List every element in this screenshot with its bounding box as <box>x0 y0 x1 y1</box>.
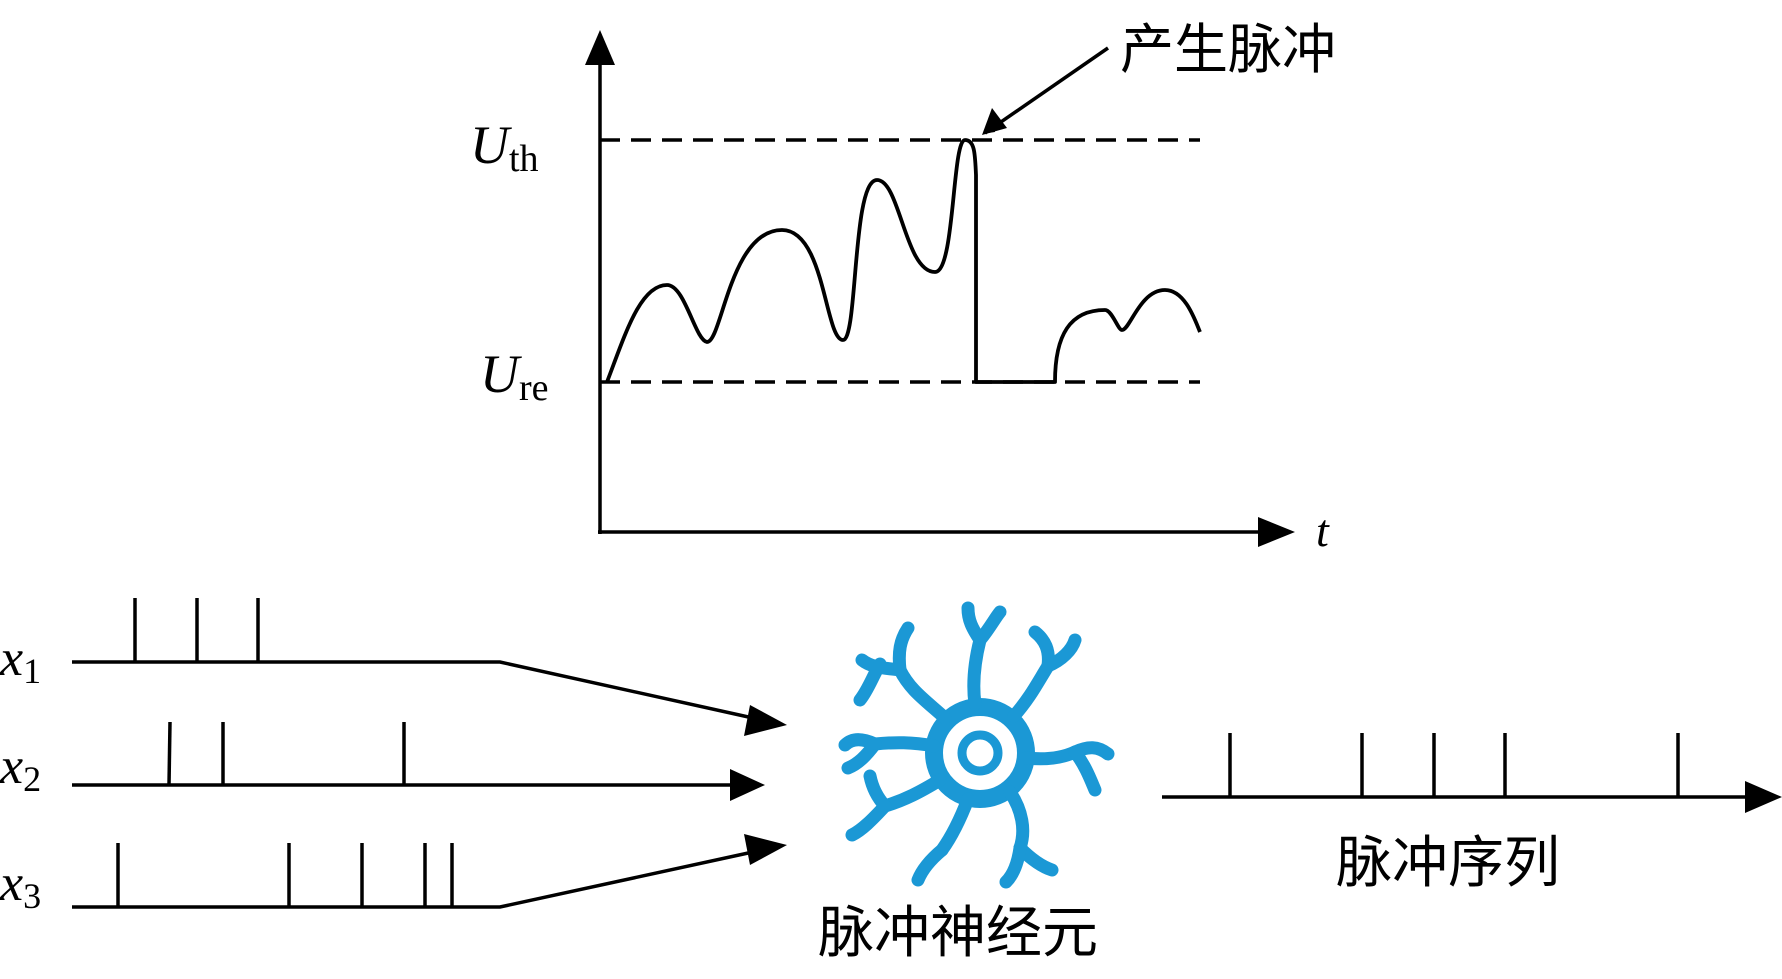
membrane-potential-trace <box>605 138 1202 384</box>
neuron-nucleus <box>957 730 1003 776</box>
threshold-label: Uth <box>470 115 539 180</box>
neuron-label: 脉冲神经元 <box>818 901 1098 966</box>
input-line-x3 <box>72 848 763 909</box>
input-spike-trains: x1 x2 x3 <box>0 598 787 916</box>
spike-annotation-arrow <box>984 46 1109 135</box>
spike-annotation-label: 产生脉冲 <box>1120 18 1336 81</box>
input-label-x2: x2 <box>0 738 41 799</box>
output-label: 脉冲序列 <box>1336 831 1560 896</box>
input-arrowhead-x2 <box>730 769 765 801</box>
input-label-x1: x1 <box>0 630 41 691</box>
input-spike <box>167 721 172 786</box>
x-axis-label: t <box>1316 505 1330 556</box>
spike-arrowhead <box>982 108 1007 135</box>
y-axis-arrowhead <box>585 30 615 65</box>
membrane-potential-plot: t Uth Ure 产生脉冲 <box>470 18 1336 556</box>
input-arrowhead-x3 <box>744 834 787 865</box>
output-spike-train: 脉冲序列 <box>1162 733 1782 896</box>
output-arrowhead <box>1745 781 1782 813</box>
x-axis-arrowhead <box>1258 517 1295 547</box>
reset-label: Ure <box>480 344 549 409</box>
input-line-x1 <box>72 660 763 722</box>
neuron-icon: 脉冲神经元 <box>818 601 1115 966</box>
neuron-dendrites <box>838 601 1115 889</box>
input-arrowhead-x1 <box>744 705 787 736</box>
input-label-x3: x3 <box>0 855 41 916</box>
